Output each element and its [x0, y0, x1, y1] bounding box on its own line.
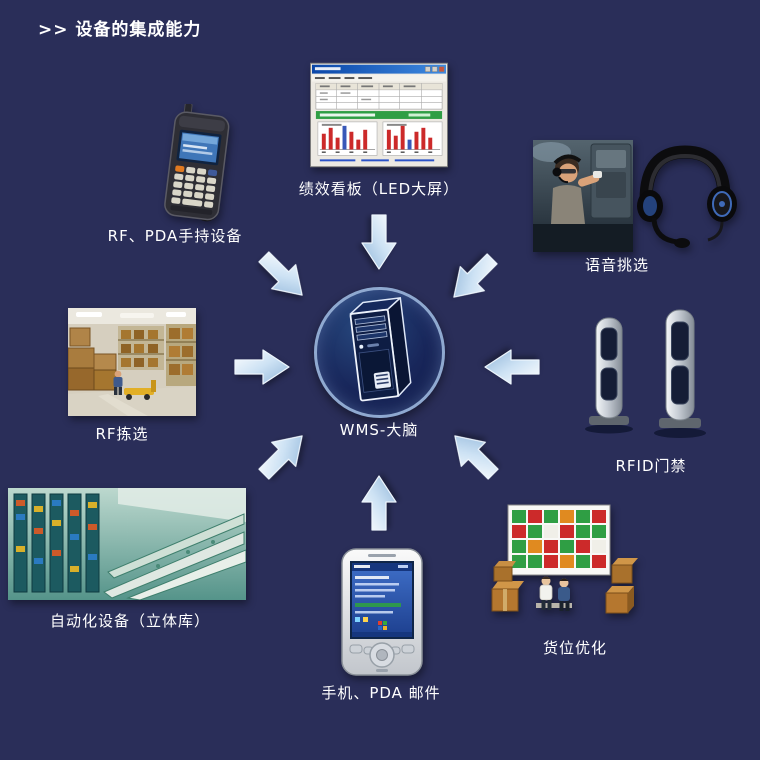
arrow-icon-top-left: [258, 251, 303, 296]
warehouse-photo-icon: [68, 308, 196, 416]
slot-board-icon: [490, 503, 642, 627]
node-label-voice-picking: 语音挑选: [584, 256, 649, 274]
arrow-icon-left: [234, 349, 290, 385]
node-label-rf-picking: RF拣选: [95, 425, 149, 443]
asrs-photo-icon: [8, 488, 246, 600]
node-label-mobile-pda-mail: 手机、PDA 邮件: [321, 684, 441, 702]
pda-phone-icon: [336, 547, 428, 677]
node-label-rfid-gate: RFID门禁: [615, 457, 687, 475]
arrow-icon-top: [361, 214, 397, 270]
server-tower-icon: [314, 287, 445, 418]
rfid-gates-icon: [572, 306, 722, 446]
arrow-icon-bottom-left: [258, 435, 303, 480]
arrow-icon-top-right: [453, 253, 498, 298]
voice-picking-photo-icon: [533, 140, 633, 252]
node-label-rf-pda-handheld: RF、PDA手持设备: [107, 227, 243, 245]
arrow-icon-bottom: [361, 475, 397, 531]
dashboard-window-icon: [310, 62, 448, 168]
headset-icon: [630, 140, 740, 252]
center-label: WMS-大脑: [339, 421, 419, 439]
arrow-icon-right: [484, 349, 540, 385]
arrow-icon-bottom-right: [454, 435, 499, 480]
node-label-led-dashboard: 绩效看板（LED大屏）: [298, 180, 460, 198]
node-label-slot-optimization: 货位优化: [542, 639, 607, 657]
handheld-scanner-icon: [148, 104, 248, 224]
node-label-automated-warehouse: 自动化设备（立体库）: [49, 612, 210, 630]
page-title: >> 设备的集成能力: [38, 20, 202, 40]
